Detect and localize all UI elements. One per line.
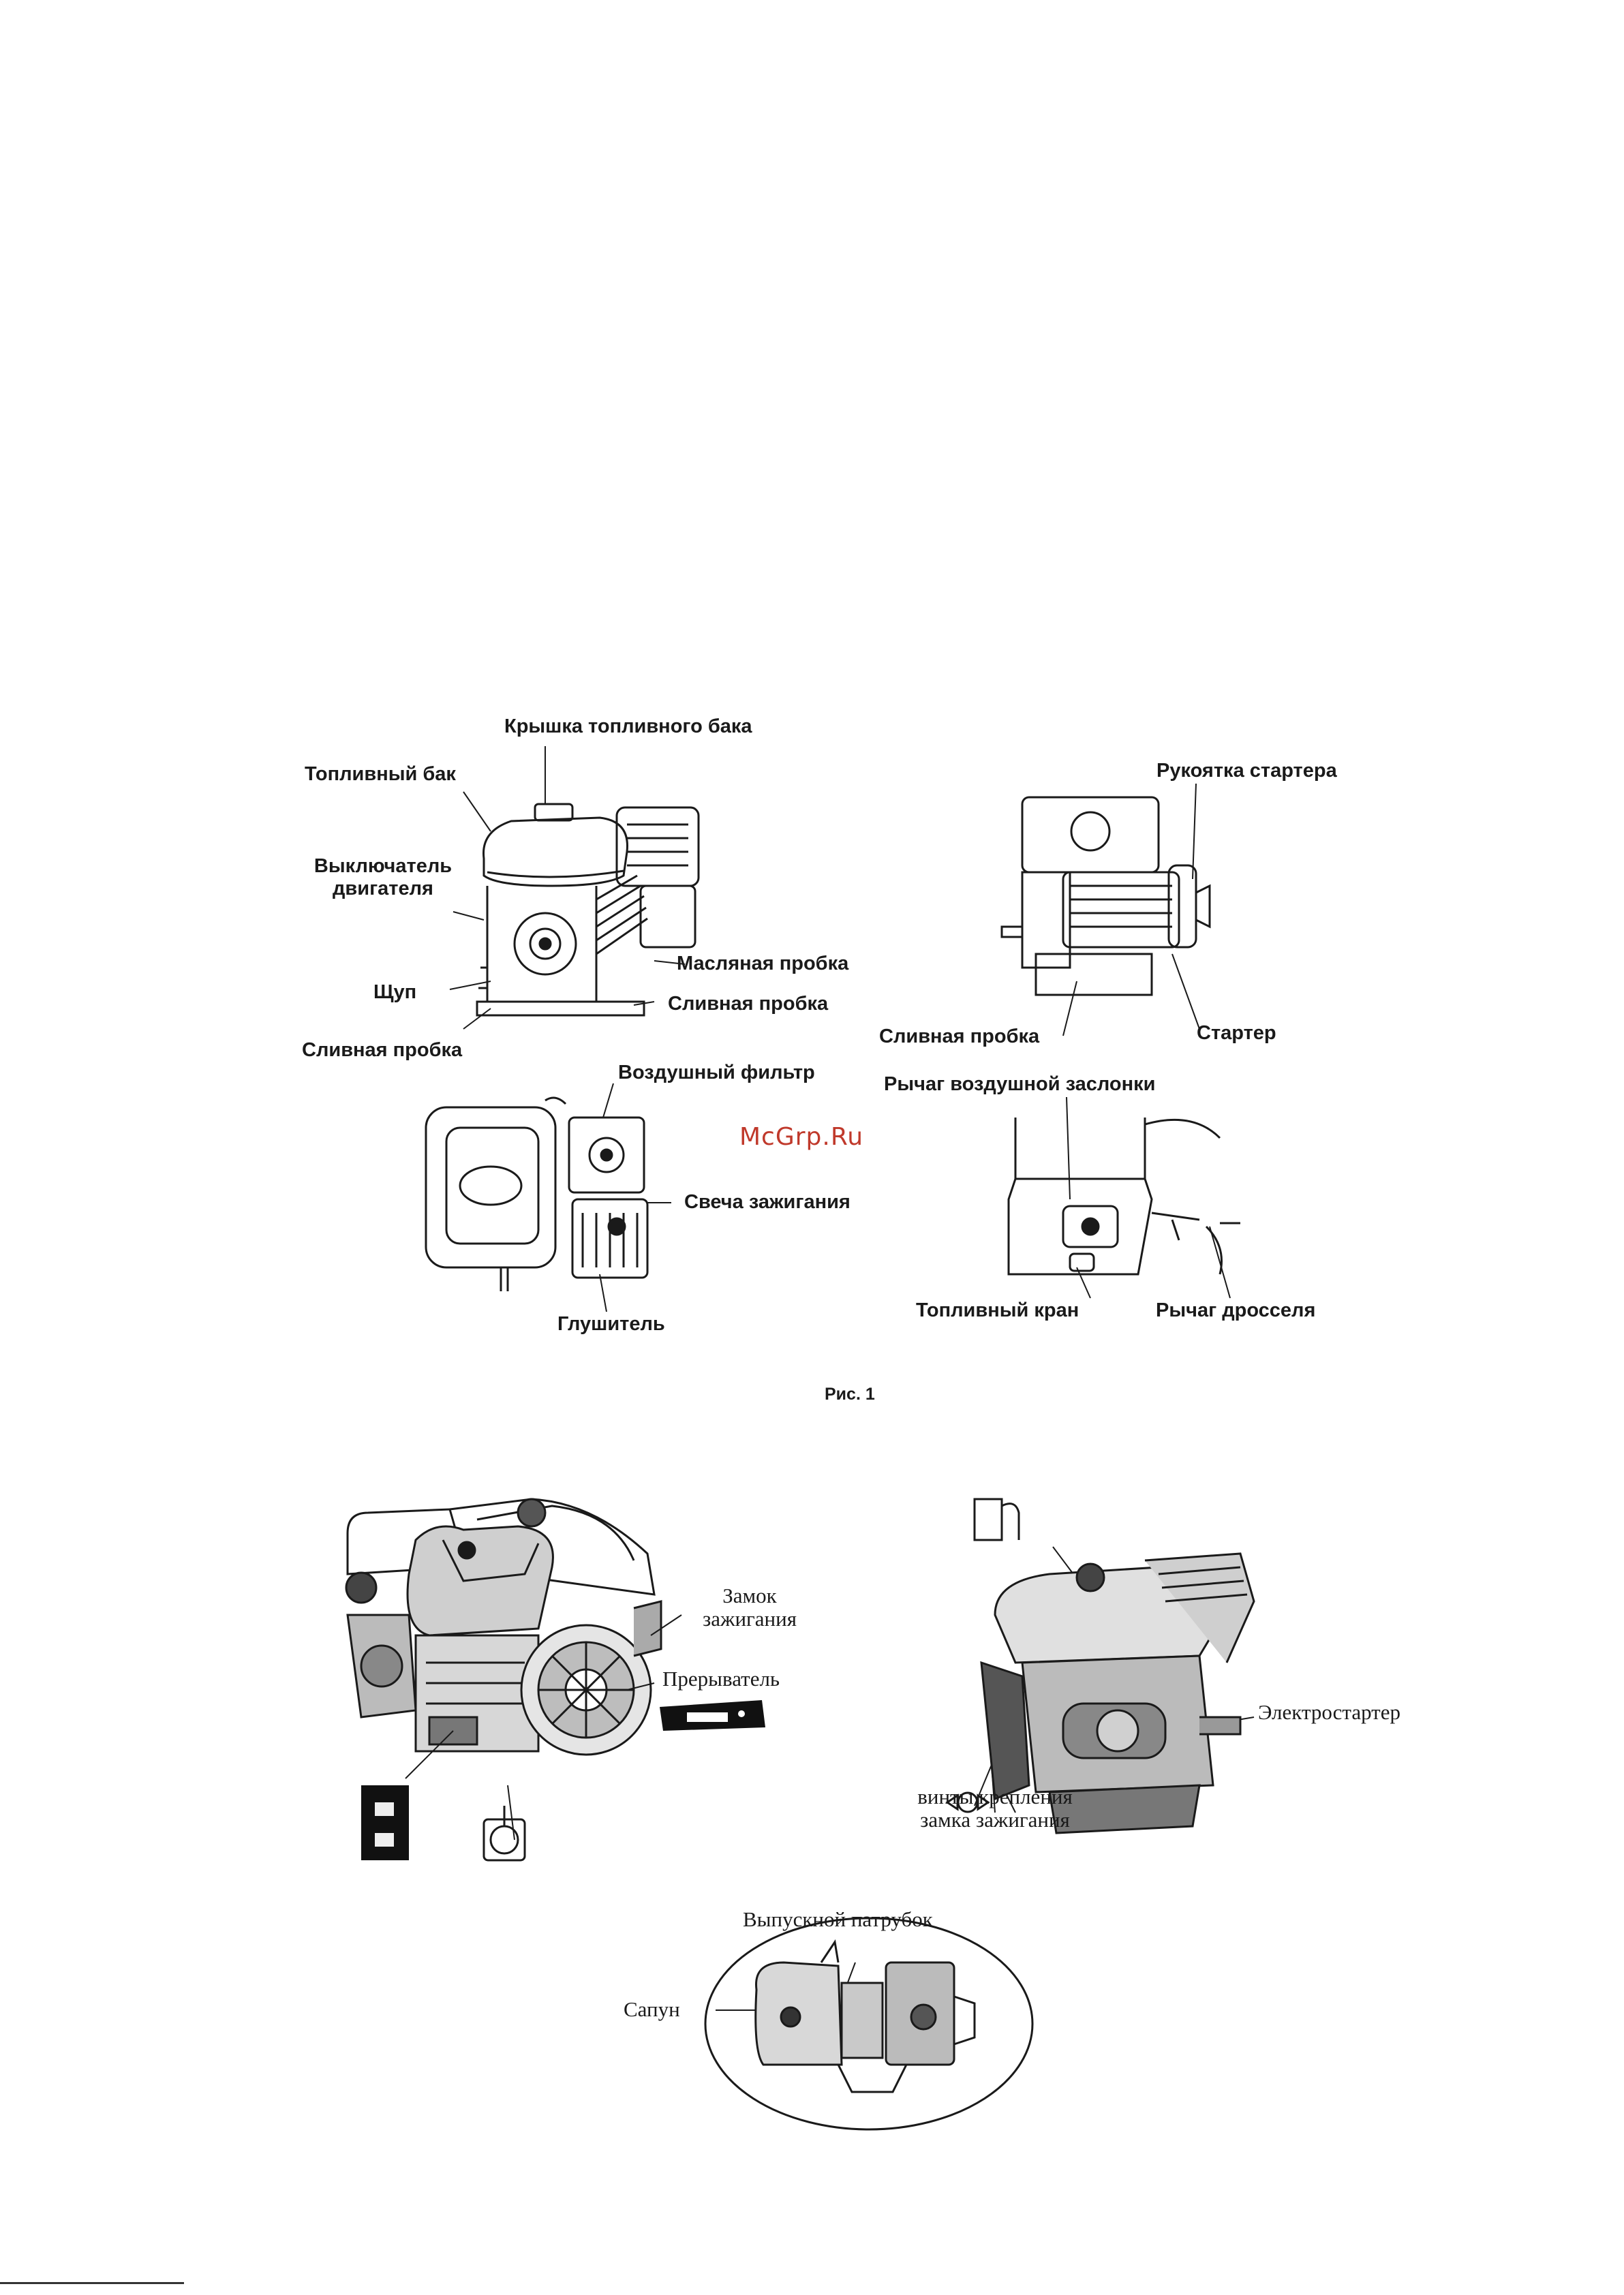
engine-photo-left: [334, 1492, 681, 1874]
label-engine-switch-line1: Выключатель: [313, 855, 453, 877]
label-spark-plug: Свеча зажигания: [684, 1191, 851, 1213]
label-lock-screws-line1: винты крепления: [917, 1785, 1073, 1808]
label-drain-plug-rear: Сливная пробка: [879, 1026, 1040, 1047]
label-fuel-tank: Топливный бак: [305, 763, 456, 785]
engine-rear-view-drawing: [995, 790, 1220, 1008]
label-ignition-lock: Замок зажигания: [688, 1584, 811, 1631]
label-electric-starter: Электростартер: [1258, 1700, 1400, 1724]
label-engine-switch-line2: двигателя: [333, 878, 433, 900]
label-throttle-lever: Рычаг дросселя: [1156, 1299, 1316, 1321]
label-starter: Стартер: [1197, 1022, 1276, 1044]
label-starter-handle: Рукоятка стартера: [1156, 760, 1337, 782]
label-muffler: Глушитель: [557, 1313, 665, 1335]
label-oil-plug: Масляная пробка: [677, 953, 849, 974]
label-ignition-lock-line2: зажигания: [703, 1607, 797, 1631]
label-drain-plug-right: Сливная пробка: [668, 993, 829, 1015]
breaker-bar: [660, 1700, 765, 1731]
page-footer-rule: [0, 2282, 184, 2284]
label-choke-lever: Рычаг воздушной заслонки: [884, 1073, 1156, 1095]
breather-oval-inset: [702, 1915, 1036, 2133]
label-air-filter: Воздушный фильтр: [618, 1062, 815, 1083]
label-dipstick: Щуп: [373, 981, 417, 1003]
label-exhaust-pipe: Выпускной патрубок: [743, 1907, 933, 1931]
carburetor-detail-drawing: [1002, 1111, 1247, 1295]
engine-front-view-drawing: [470, 784, 729, 1029]
label-lock-screws: винты крепления замка зажигания: [889, 1785, 1101, 1832]
label-lock-screws-line2: замка зажигания: [920, 1808, 1070, 1832]
label-breaker: Прерыватель: [662, 1667, 780, 1691]
label-ignition-lock-line1: Замок: [722, 1584, 777, 1607]
label-fuel-tank-cap: Крышка топливного бака: [504, 715, 752, 737]
engine-photo-right: [940, 1499, 1268, 1853]
watermark: McGrp.Ru: [739, 1123, 864, 1151]
engine-side-view-drawing: [419, 1090, 664, 1295]
label-engine-switch: Выключатель двигателя: [294, 855, 472, 901]
label-drain-plug-left: Сливная пробка: [302, 1039, 463, 1061]
figure-caption: Рис. 1: [825, 1385, 875, 1404]
label-breather: Сапун: [624, 1997, 680, 2021]
label-fuel-valve: Топливный кран: [916, 1299, 1079, 1321]
